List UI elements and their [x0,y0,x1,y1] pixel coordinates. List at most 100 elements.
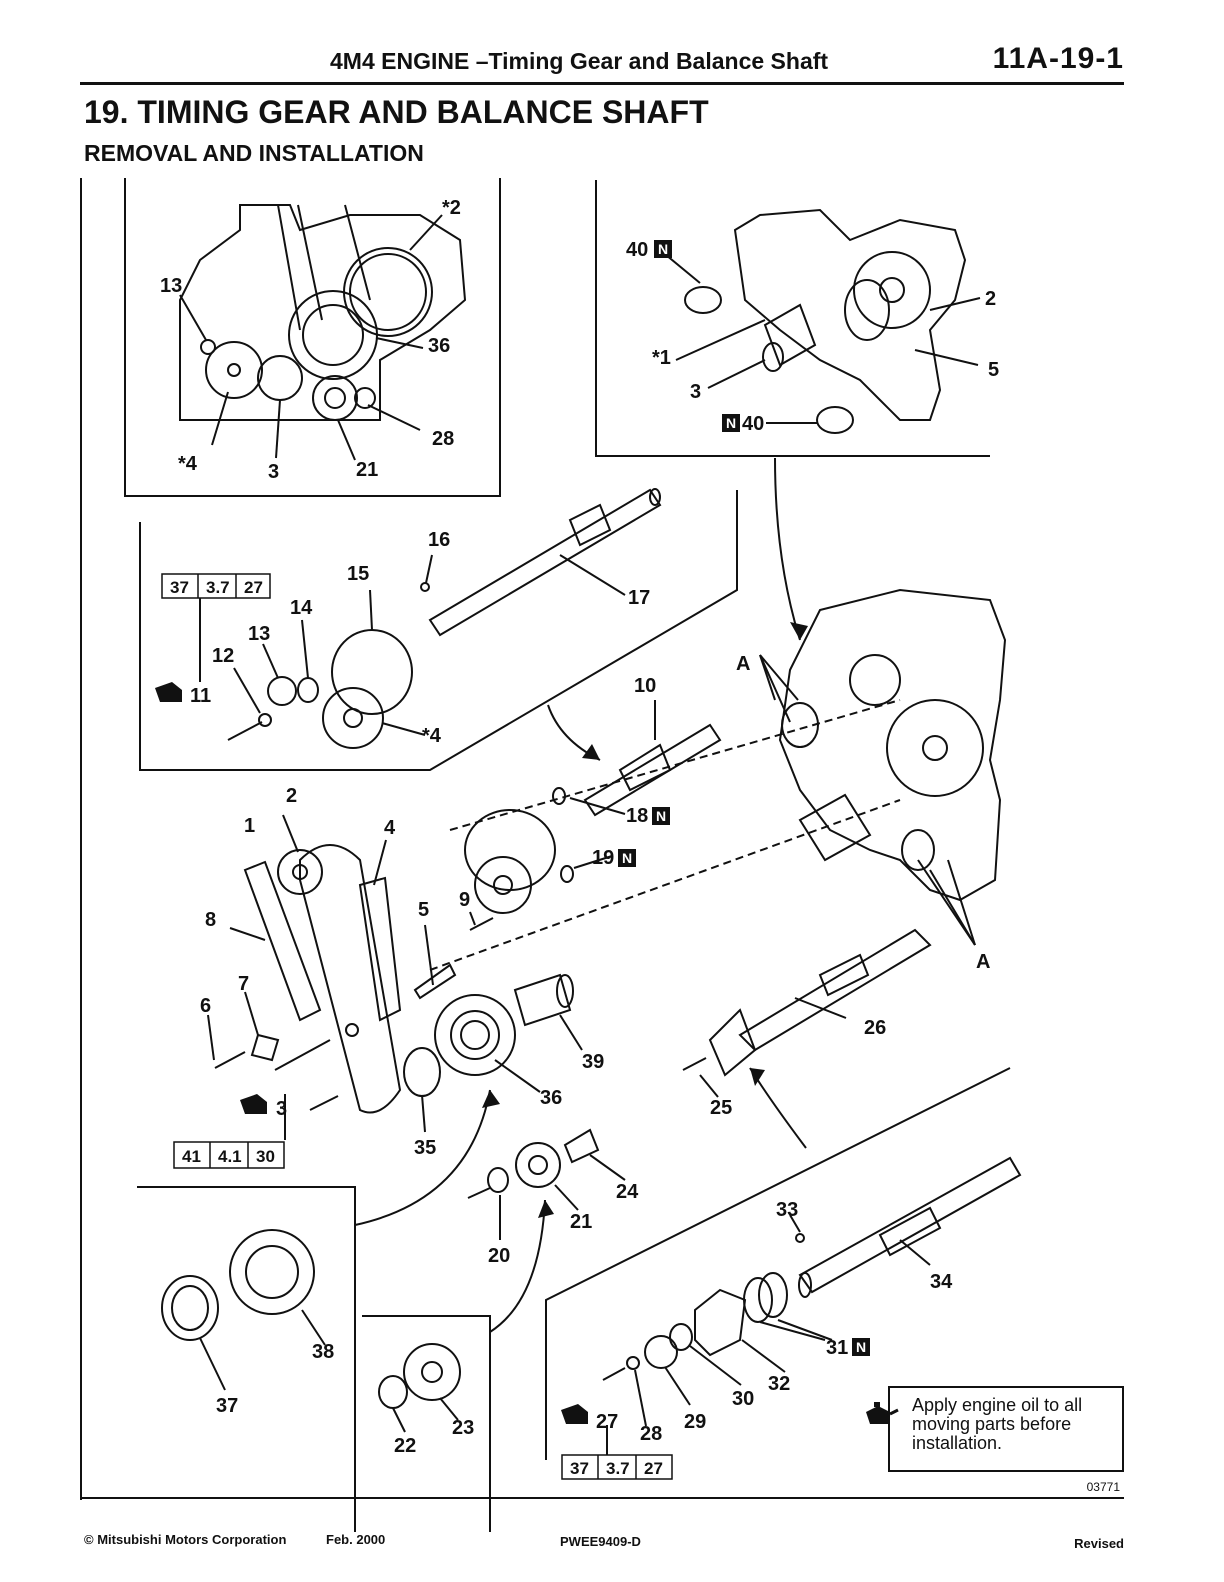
label-5a: 5 [988,359,999,381]
balance-shaft-26 [738,928,932,1052]
chain-tensioner-4 [358,876,402,1022]
arrow-gear23-to-21 [489,1199,546,1333]
figure-frame-bottom [80,1497,1124,1499]
gear-29 [644,1335,678,1369]
gear-38 [229,1229,315,1315]
footer-date: Feb. 2000 [326,1532,386,1547]
label-14: 14 [290,597,313,619]
washer-12 [258,713,272,727]
bearing-30 [669,1323,693,1351]
chain-guide-8 [243,860,322,1022]
torque-11-nm: 37 [170,578,189,597]
torque-spec-11 [161,573,271,599]
oil-pump-body [331,629,413,715]
page-number: 11A-19-1 [992,42,1124,75]
label-3b: 3 [690,381,701,403]
block-bore-A2 [901,829,935,871]
footer-copyright: © Mitsubishi Motors Corporation [84,1532,287,1547]
header-title: 4M4 ENGINE –Timing Gear and Balance Shaf… [330,48,829,74]
sprocket-1 [277,849,323,895]
inset-balancer-frame [545,1067,1011,1460]
bolt-6 [214,1051,246,1069]
inset-small-gear-frame [362,1315,491,1532]
n-badge-18: N [656,808,666,824]
label-10: 10 [634,675,656,697]
block-bore-A1 [781,702,819,748]
arrow-to-block [774,457,801,641]
label-40b: 40 [742,413,764,435]
label-20: 20 [488,1245,510,1267]
label-39: 39 [582,1051,604,1073]
key-16 [420,582,430,592]
label-33: 33 [776,1199,798,1221]
label-16: 16 [428,529,450,551]
label-18: 18 [626,805,648,827]
label-4: 4 [384,817,396,839]
housing-32 [694,1288,747,1357]
block-gear-large [886,699,984,797]
n-badge-40b: N [726,415,736,431]
chain-loop [299,844,402,1114]
label-3a: 3 [268,461,279,483]
oil-note-box: Apply engine oil to all moving parts bef… [866,1386,1124,1472]
label-19: 19 [592,847,614,869]
torque-11-kgfm: 3.7 [206,578,230,597]
label-27: 27 [596,1411,618,1433]
label-3c: 3 [276,1098,287,1120]
o-ring-18 [552,787,566,805]
label-7: 7 [238,973,249,995]
balance-shaft-axis [429,699,901,971]
torque-3-nm: 41 [182,1147,201,1166]
oil-can-icon [866,1402,899,1424]
large-gear-ring [343,247,433,337]
torque-3-kgfm: 4.1 [218,1147,242,1166]
label-26: 26 [864,1017,886,1039]
n-badge-31: N [856,1339,866,1355]
label-9: 9 [459,889,470,911]
section-title: 19. TIMING GEAR AND BALANCE SHAFT [84,94,709,130]
stub-24 [563,1128,600,1164]
balance-shaft-34 [798,1156,1022,1294]
header-rule [80,82,1124,85]
bolt-11 [227,721,263,741]
bushing-40-lower [816,406,854,434]
key-33 [795,1233,805,1243]
torque-27-ftlb: 27 [644,1459,663,1478]
label-29: 29 [684,1411,706,1433]
bushing-22 [378,1375,408,1409]
stud-5 [413,963,457,1000]
oil-pump-drive-gear [322,687,384,749]
label-13b: 13 [248,623,270,645]
label-40a: 40 [626,239,648,261]
o-ring-31b [758,1272,788,1318]
torque-spec-3 [173,1141,285,1169]
label-30: 30 [732,1388,754,1410]
balance-gear-helix [763,303,817,367]
bolt-27 [602,1367,626,1381]
label-1: 1 [244,815,255,837]
oil-pump-small-gear [267,676,297,706]
crank-sprocket-big [853,251,931,329]
oil-can-icon [155,682,588,1424]
torque-27-kgfm: 3.7 [606,1459,630,1478]
washer-28 [626,1356,640,1370]
crank-gear [288,290,378,380]
bolt-20 [467,1187,491,1199]
label-2b: 2 [286,785,297,807]
bushing-40-upper [684,286,722,314]
oil-note-text: Apply engine oil to all moving parts bef… [912,1395,1083,1453]
label-22: 22 [394,1435,416,1457]
block-crank-bore [849,654,901,706]
figure-frame-left [80,178,82,1500]
bolt-25 [682,1057,707,1071]
label-34: 34 [930,1271,953,1293]
label-36b: 36 [540,1087,562,1109]
oil-pump-gear-small [205,341,263,399]
label-31: 31 [826,1337,848,1359]
label-36a: 36 [428,335,450,357]
bearing-case-25 [708,1008,757,1077]
bushing-37 [161,1275,219,1341]
label-8: 8 [205,909,216,931]
label-1-star: *1 [652,347,671,369]
label-A2: A [976,951,990,973]
